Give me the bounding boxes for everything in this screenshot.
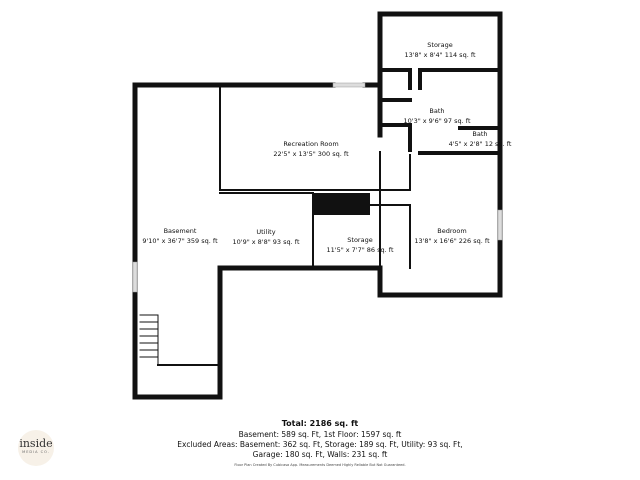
area-line-2: Excluded Areas: Basement: 362 sq. Ft, St… — [177, 440, 463, 449]
area-line-3: Garage: 180 sq. Ft, Walls: 231 sq. ft — [252, 450, 388, 459]
window — [497, 209, 503, 241]
window — [132, 261, 138, 293]
disclaimer: Floor Plan Created By Cubicasa App. Meas… — [234, 463, 406, 467]
bath-walls — [378, 68, 502, 155]
total-area: Total: 2186 sq. ft — [281, 419, 359, 428]
logo: inside MEDIA CO. — [18, 430, 54, 466]
stairs — [139, 314, 159, 366]
interior-walls — [157, 84, 411, 366]
area-line-1: Basement: 589 sq. Ft, 1st Floor: 1597 sq… — [238, 430, 402, 439]
outer-walls — [132, 11, 503, 400]
stair-block — [313, 193, 370, 215]
window — [332, 82, 366, 88]
